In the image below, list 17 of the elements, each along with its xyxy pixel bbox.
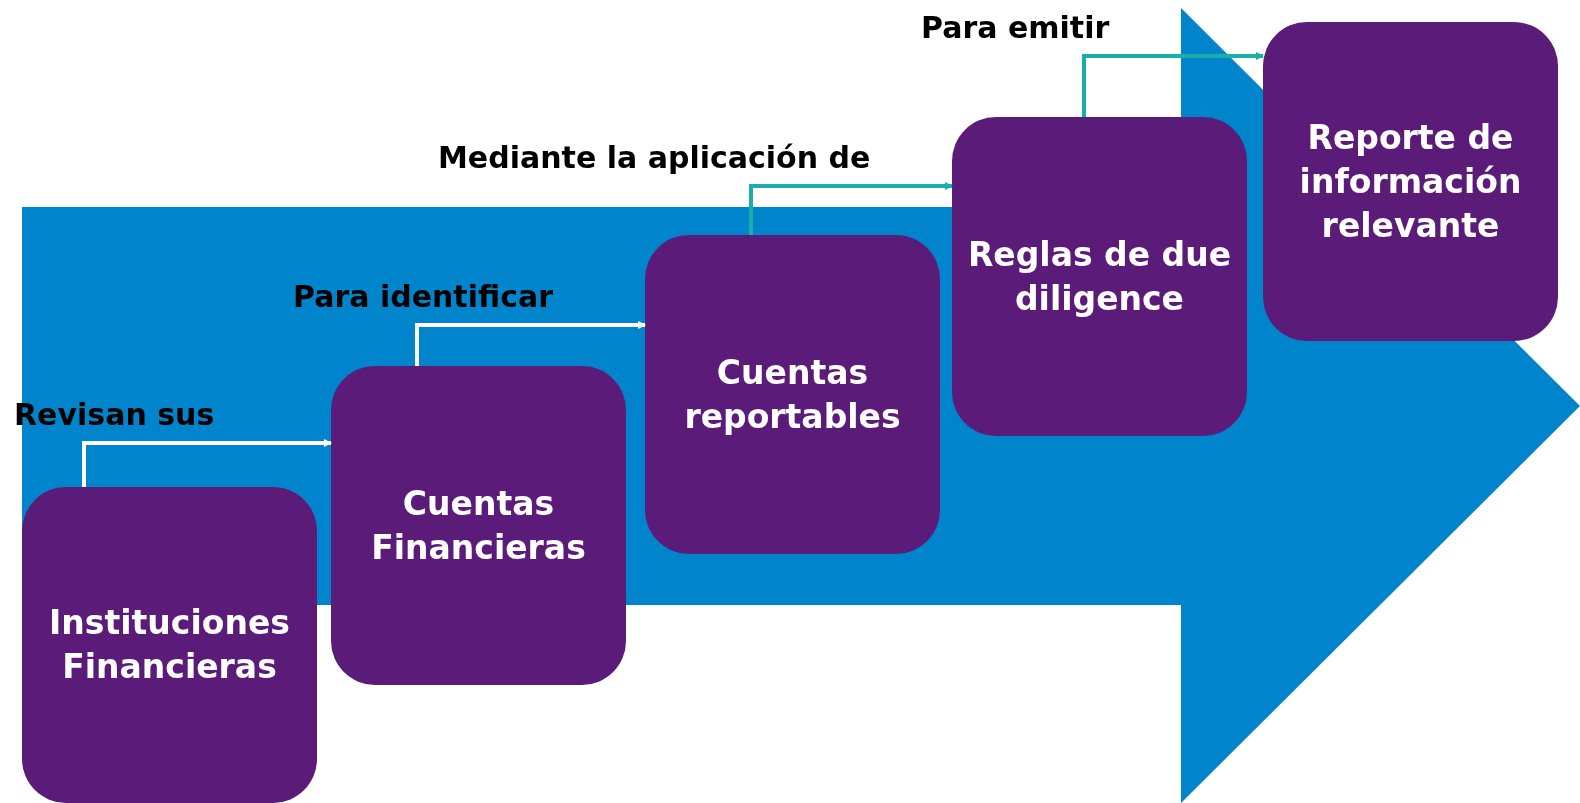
step-text: Cuentas Financieras — [370, 482, 587, 569]
edge-label: Para emitir — [921, 10, 1110, 46]
step-text: Cuentas reportables — [683, 351, 902, 438]
step-text: Reglas de due diligence — [966, 233, 1233, 320]
step-box — [952, 117, 1247, 436]
step-box — [22, 487, 317, 803]
step-text: Instituciones Financieras — [48, 602, 291, 688]
arrow — [415, 321, 646, 366]
step-box — [1263, 22, 1558, 341]
edge-label: Mediante la aplicación de — [438, 140, 871, 176]
arrow — [749, 182, 953, 235]
step-box — [645, 235, 940, 554]
arrow — [82, 439, 332, 487]
step-text: Reporte de información relevante — [1298, 116, 1523, 247]
edge-label: Para identificar — [293, 279, 554, 315]
step-box — [331, 366, 626, 685]
arrow — [1082, 52, 1264, 117]
